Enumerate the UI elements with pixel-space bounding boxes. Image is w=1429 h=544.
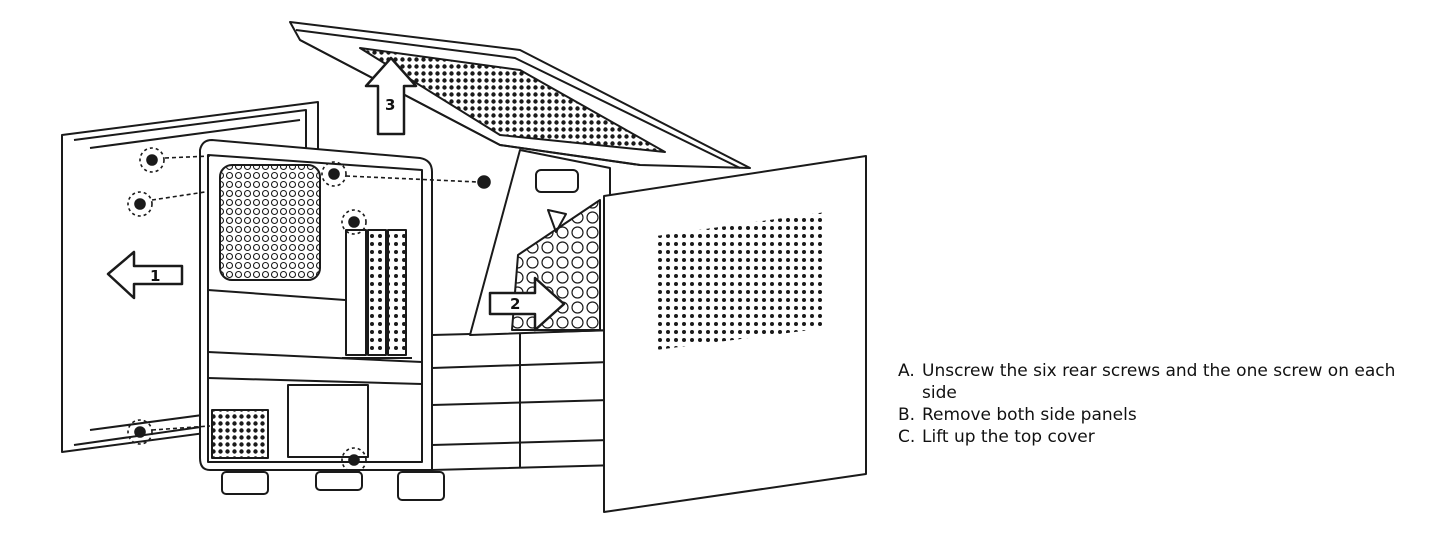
- instruction-letter: C.: [898, 427, 916, 447]
- chassis-interior: [431, 329, 621, 471]
- right-side-panel: [603, 155, 867, 513]
- callout-label-3: 3: [385, 96, 395, 114]
- instruction-letter: B.: [898, 405, 916, 425]
- instruction-list: A. Unscrew the six rear screws and the o…: [898, 360, 1418, 448]
- instruction-letter: A.: [898, 361, 915, 381]
- callout-label-2: 2: [510, 295, 520, 313]
- arrow-step-1: [106, 250, 184, 300]
- arrow-step-2: [488, 276, 566, 332]
- callout-label-1: 1: [150, 267, 160, 285]
- chassis-rear: [199, 139, 445, 501]
- pc-case-disassembly-illustration: 1 2 3: [61, 21, 867, 513]
- instruction-text: Lift up the top cover: [922, 427, 1095, 447]
- instruction-item: C. Lift up the top cover: [898, 426, 1418, 448]
- instruction-item: B. Remove both side panels: [898, 404, 1418, 426]
- top-cover: [289, 21, 751, 169]
- instruction-text: Remove both side panels: [922, 405, 1137, 425]
- instruction-text: Unscrew the six rear screws and the one …: [922, 361, 1396, 403]
- rear-screws: [127, 147, 491, 473]
- arrow-step-3: [364, 56, 418, 136]
- instruction-item: A. Unscrew the six rear screws and the o…: [898, 360, 1418, 404]
